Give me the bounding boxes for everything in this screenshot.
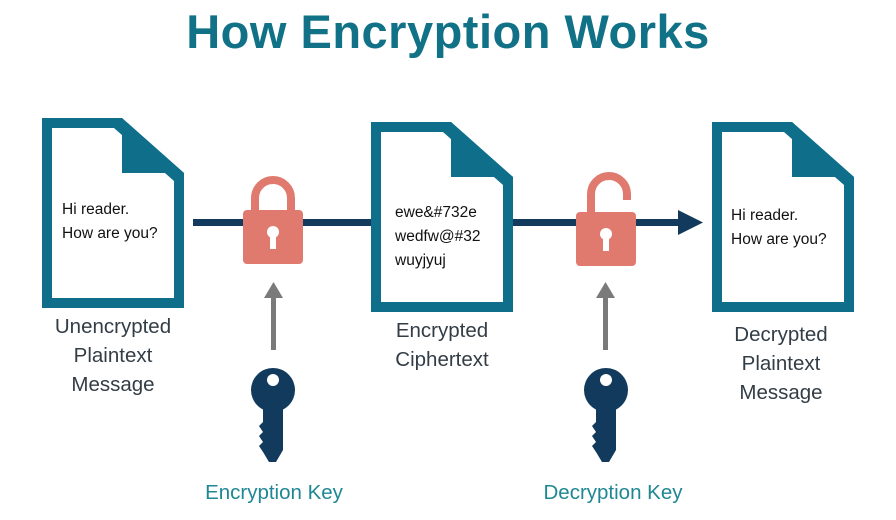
padlock-open-icon xyxy=(576,172,636,266)
ciphertext-message-content: ewe&#732e wedfw@#32 wuyjyuj xyxy=(395,204,481,269)
encryption-key-label: Encryption Key xyxy=(205,481,343,504)
arrow-up-icon-encryption xyxy=(264,282,283,350)
decryption-key-label: Decryption Key xyxy=(543,481,683,504)
caption-encrypted-ciphertext: Encrypted Ciphertext xyxy=(395,319,489,371)
padlock-locked-icon xyxy=(243,176,303,264)
arrow-up-icon-decryption xyxy=(596,282,615,350)
decrypted-message-content: Hi reader. How are you? xyxy=(731,207,827,248)
diagram-title: How Encryption Works xyxy=(186,5,710,58)
caption-unencrypted-plaintext: Unencrypted Plaintext Message xyxy=(54,315,172,396)
arrow-right-icon xyxy=(678,210,703,235)
key-icon-encryption xyxy=(251,368,295,462)
key-icon-decryption xyxy=(584,368,628,462)
plaintext-message-content: Hi reader. How are you? xyxy=(62,201,158,242)
caption-decrypted-plaintext: Decrypted Plaintext Message xyxy=(734,323,828,404)
